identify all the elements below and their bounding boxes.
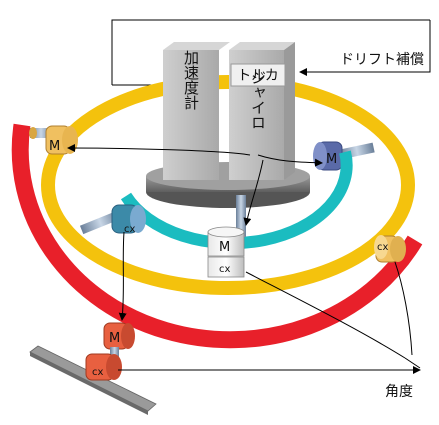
- sensor-tag-left: cx: [124, 224, 135, 235]
- torquer-label: トルカ: [237, 68, 279, 84]
- outer-red-gimbal-ring: [11, 123, 423, 349]
- inner-cyan-gimbal-arc: [120, 150, 353, 250]
- gyro-label: ジャイロ: [249, 70, 267, 130]
- motor-letter-left: M: [49, 139, 60, 154]
- left-inner-sensor: cx: [79, 204, 146, 235]
- angle-label: 角度: [385, 384, 413, 400]
- accelerometer-label: 加速度計: [182, 50, 200, 110]
- motor-letter-center: M: [219, 240, 230, 255]
- left-outer-motor: M: [29, 125, 78, 155]
- sensor-tag-base: cx: [92, 367, 103, 378]
- motor-letter-right: M: [326, 152, 337, 167]
- signal-arrows: [67, 144, 421, 374]
- drift-compensation-label: ドリフト補償: [340, 52, 424, 68]
- sensor-tag-center: cx: [219, 264, 230, 275]
- sensor-tag-right: cx: [377, 242, 388, 253]
- motor-letter-base: M: [109, 331, 120, 346]
- accelerometer-block: 加速度計: [163, 42, 230, 180]
- middle-yellow-gimbal-ring: [41, 75, 415, 295]
- gyro-block: トルカ ジャイロ: [229, 42, 295, 180]
- right-outer-sensor: cx: [374, 235, 406, 263]
- base-motor-assembly: M cx: [29, 322, 157, 415]
- center-motor-assembly: M cx: [207, 195, 246, 278]
